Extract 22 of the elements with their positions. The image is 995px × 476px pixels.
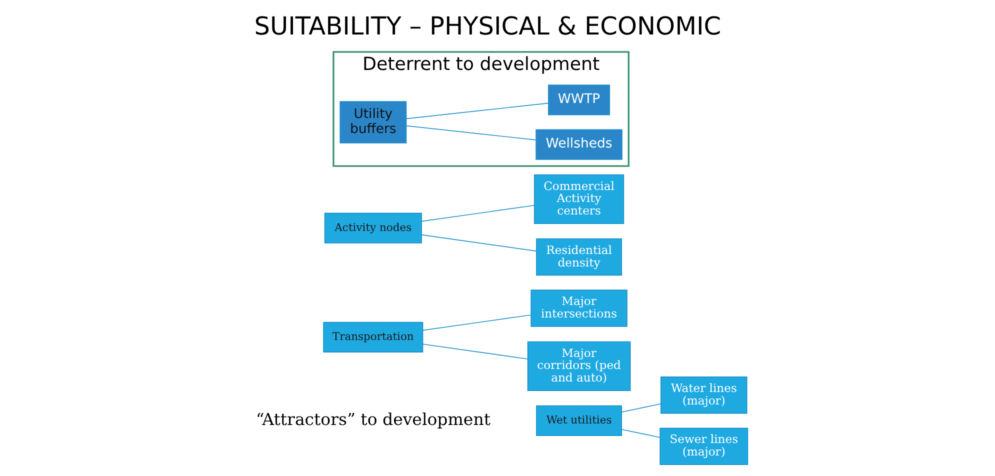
connector xyxy=(405,102,548,120)
node-box: Commercial Activity centers xyxy=(533,174,624,224)
node-box: Water lines (major) xyxy=(660,376,747,414)
node-box: Residential density xyxy=(536,238,622,276)
connector xyxy=(420,234,536,252)
connector xyxy=(621,403,661,412)
node-box: Wet utilities xyxy=(536,405,622,436)
connector xyxy=(621,429,660,438)
node-box: WWTP xyxy=(548,84,610,116)
node-box: Major intersections xyxy=(530,290,627,327)
node-box: Sewer lines (major) xyxy=(659,428,748,465)
connector xyxy=(420,204,534,222)
node-box: Activity nodes xyxy=(324,212,422,244)
node-box: Wellsheds xyxy=(535,129,622,160)
diagram-title: SUITABILITY – PHYSICAL & ECONOMIC xyxy=(254,12,721,41)
connector xyxy=(422,314,531,331)
node-box: Utility buffers xyxy=(339,101,406,144)
label: “Attractors” to development xyxy=(255,410,490,429)
connector xyxy=(422,344,528,360)
node-box: Major corridors (ped and auto) xyxy=(526,341,630,391)
node-box: Transportation xyxy=(322,322,423,353)
connector xyxy=(405,125,536,140)
